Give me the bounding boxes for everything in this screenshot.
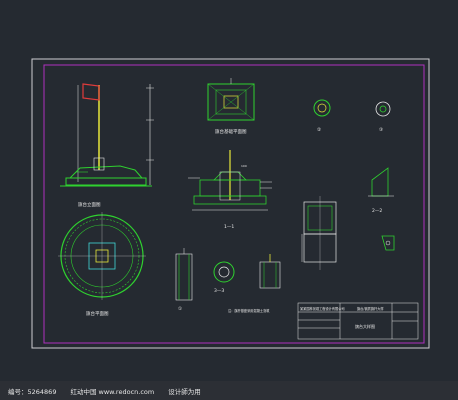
section-2-2 [368,167,394,197]
base-plan [207,78,255,121]
detail-circle-1 [313,99,331,117]
watermark-footer: 编号：5264869 红动中国 www.redocn.com 设计師为用 [0,381,458,400]
label-elevation: 旗台立面图 [78,201,101,208]
flag-platform-plan [58,212,146,300]
label-section-2: 2—2 [372,208,382,214]
site-url[interactable]: 红动中国 www.redocn.com [70,387,155,396]
section-1-1: 100 [188,150,272,211]
flagpole-elevation [60,83,154,187]
label-detail-a-bottom: ① [178,306,182,312]
label-section-1: 1—1 [224,224,234,230]
edge-detail [381,235,395,251]
title-block-project: 旗台/钢质旗杆大样 [357,306,384,311]
svg-text:100: 100 [241,164,247,168]
cad-viewport[interactable]: 旗台立面图 旗台平面图 旗台基础平面图 [0,0,458,381]
pillar-section [301,196,337,270]
notes: 注：旗杆基座采用混凝土浇筑 [228,308,270,313]
section-3-3 [213,261,235,283]
image-id: 编号：5264869 [8,387,57,396]
label-plan: 旗台平面图 [86,310,109,317]
bracket-detail [259,254,281,289]
title-block [297,302,419,340]
label-section-3: 3—3 [214,288,224,294]
sheet-inner-frame [43,64,425,344]
label-base-plan: 旗台基础平面图 [215,128,247,135]
pole-detail [175,248,193,301]
detail-circle-2 [375,101,391,117]
label-detail-b: ② [317,127,321,133]
credit-text: 设计師为用 [168,387,201,396]
title-block-company: 某某园林景观工程设计有限公司 [300,306,345,311]
label-detail-c: ③ [379,127,383,133]
title-block-sheet: 旗台大样图 [355,323,375,329]
sheet-outer-frame [31,58,430,349]
drawing-sheet: 旗台立面图 旗台平面图 旗台基础平面图 [31,58,430,349]
